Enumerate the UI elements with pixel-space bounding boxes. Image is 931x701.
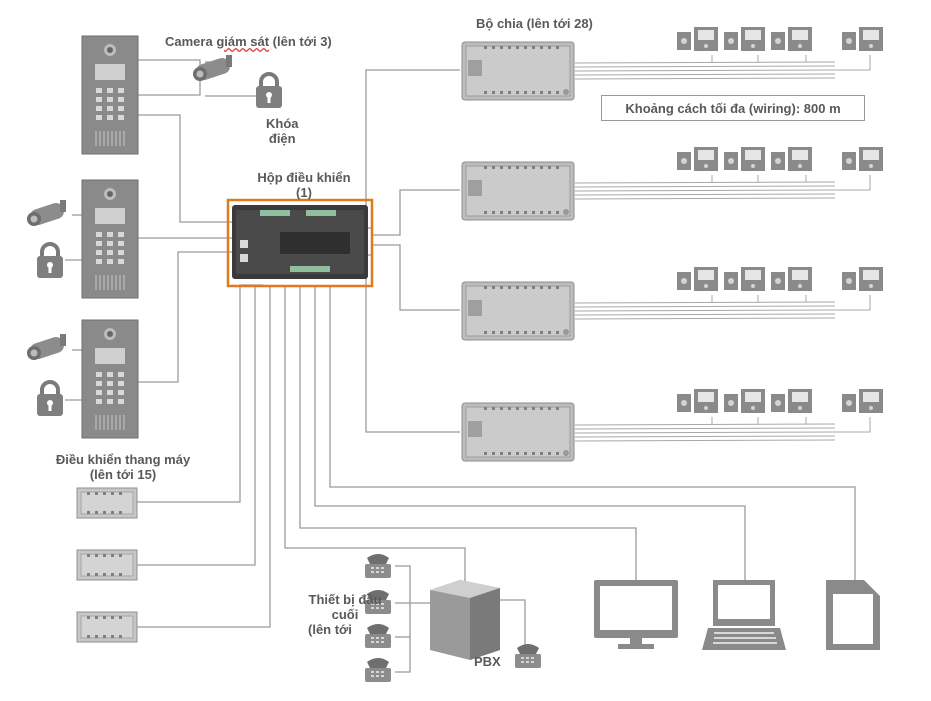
monitor-row — [677, 267, 883, 291]
max-distance-box: Khoảng cách tối đa (wiring): 800 m — [601, 95, 865, 121]
lock-label-line1: Khóa — [266, 116, 299, 131]
pbx-label: PBX — [474, 654, 501, 669]
controller-label-line2: (1) — [296, 185, 312, 200]
elevator-adapter-icon — [76, 611, 138, 643]
tablet-icon — [826, 580, 880, 650]
distributor-icon — [461, 281, 575, 341]
monitor-station-icon — [771, 389, 812, 413]
monitor-row — [677, 27, 883, 51]
monitor-station-icon — [724, 147, 765, 171]
door-station-icon — [81, 319, 139, 439]
monitor-station-icon — [724, 389, 765, 413]
distributor-icon — [461, 41, 575, 101]
elevator-label: Điều khiển thang máy (lên tới 15) — [48, 452, 198, 482]
monitor-station-icon — [842, 389, 883, 413]
camera-icon — [27, 200, 66, 227]
controller-highlight — [226, 198, 374, 288]
controller-label: Hộp điều khiển (1) — [252, 170, 356, 200]
elevator-label-line1: Điều khiển thang máy — [55, 452, 191, 467]
phone-icon — [365, 658, 391, 682]
camera-icon — [193, 55, 232, 82]
monitor-station-icon — [842, 147, 883, 171]
terminal-label-line1: Thiết bị đầu — [308, 592, 382, 607]
camera-label: Camera giám sát (lên tới 3) — [165, 34, 332, 49]
pbx-icon — [430, 580, 500, 660]
monitor-station-icon — [677, 267, 718, 291]
door-station-icon — [81, 179, 139, 299]
elevator-adapter-icon — [76, 549, 138, 581]
monitor-station-icon — [771, 27, 812, 51]
monitor-row — [677, 147, 883, 171]
lock-label: Khóa điện — [266, 116, 299, 146]
max-distance-label: Khoảng cách tối đa (wiring): 800 m — [625, 100, 841, 116]
terminal-label-line3: (lên tới — [308, 622, 352, 637]
monitor-station-icon — [677, 27, 718, 51]
elevator-label-line2: (lên tới 15) — [89, 467, 157, 482]
terminal-label: Thiết bị đầu cuối (lên tới — [302, 592, 388, 637]
door-station-icon — [81, 35, 139, 155]
distributor-icon — [461, 402, 575, 462]
distributor-label: Bộ chia (lên tới 28) — [476, 16, 593, 31]
monitor-station-icon — [842, 267, 883, 291]
lock-label-line2: điện — [268, 131, 296, 146]
monitor-station-icon — [771, 147, 812, 171]
monitor-station-icon — [842, 27, 883, 51]
camera-icon — [27, 334, 66, 361]
wiring-lines — [65, 59, 856, 673]
distributor-icon — [461, 161, 575, 221]
controller-label-line1: Hộp điều khiển — [257, 170, 351, 185]
phone-icon — [365, 554, 391, 578]
elevator-adapter-icon — [76, 487, 138, 519]
controller-icon — [232, 205, 368, 279]
lock-icon — [254, 72, 284, 110]
monitor-bundles — [574, 55, 871, 442]
monitor-station-icon — [724, 27, 765, 51]
laptop-icon — [702, 580, 786, 650]
lock-icon — [35, 242, 65, 280]
monitor-station-icon — [771, 267, 812, 291]
monitor-station-icon — [677, 147, 718, 171]
pc-monitor-icon — [594, 580, 678, 649]
monitor-station-icon — [724, 267, 765, 291]
phone-icon — [515, 644, 541, 668]
terminal-label-line2: cuối — [331, 607, 359, 622]
monitor-row — [677, 389, 883, 413]
lock-icon — [35, 380, 65, 418]
camera-label-underlined-word: giám sát — [216, 34, 270, 49]
monitor-station-icon — [677, 389, 718, 413]
